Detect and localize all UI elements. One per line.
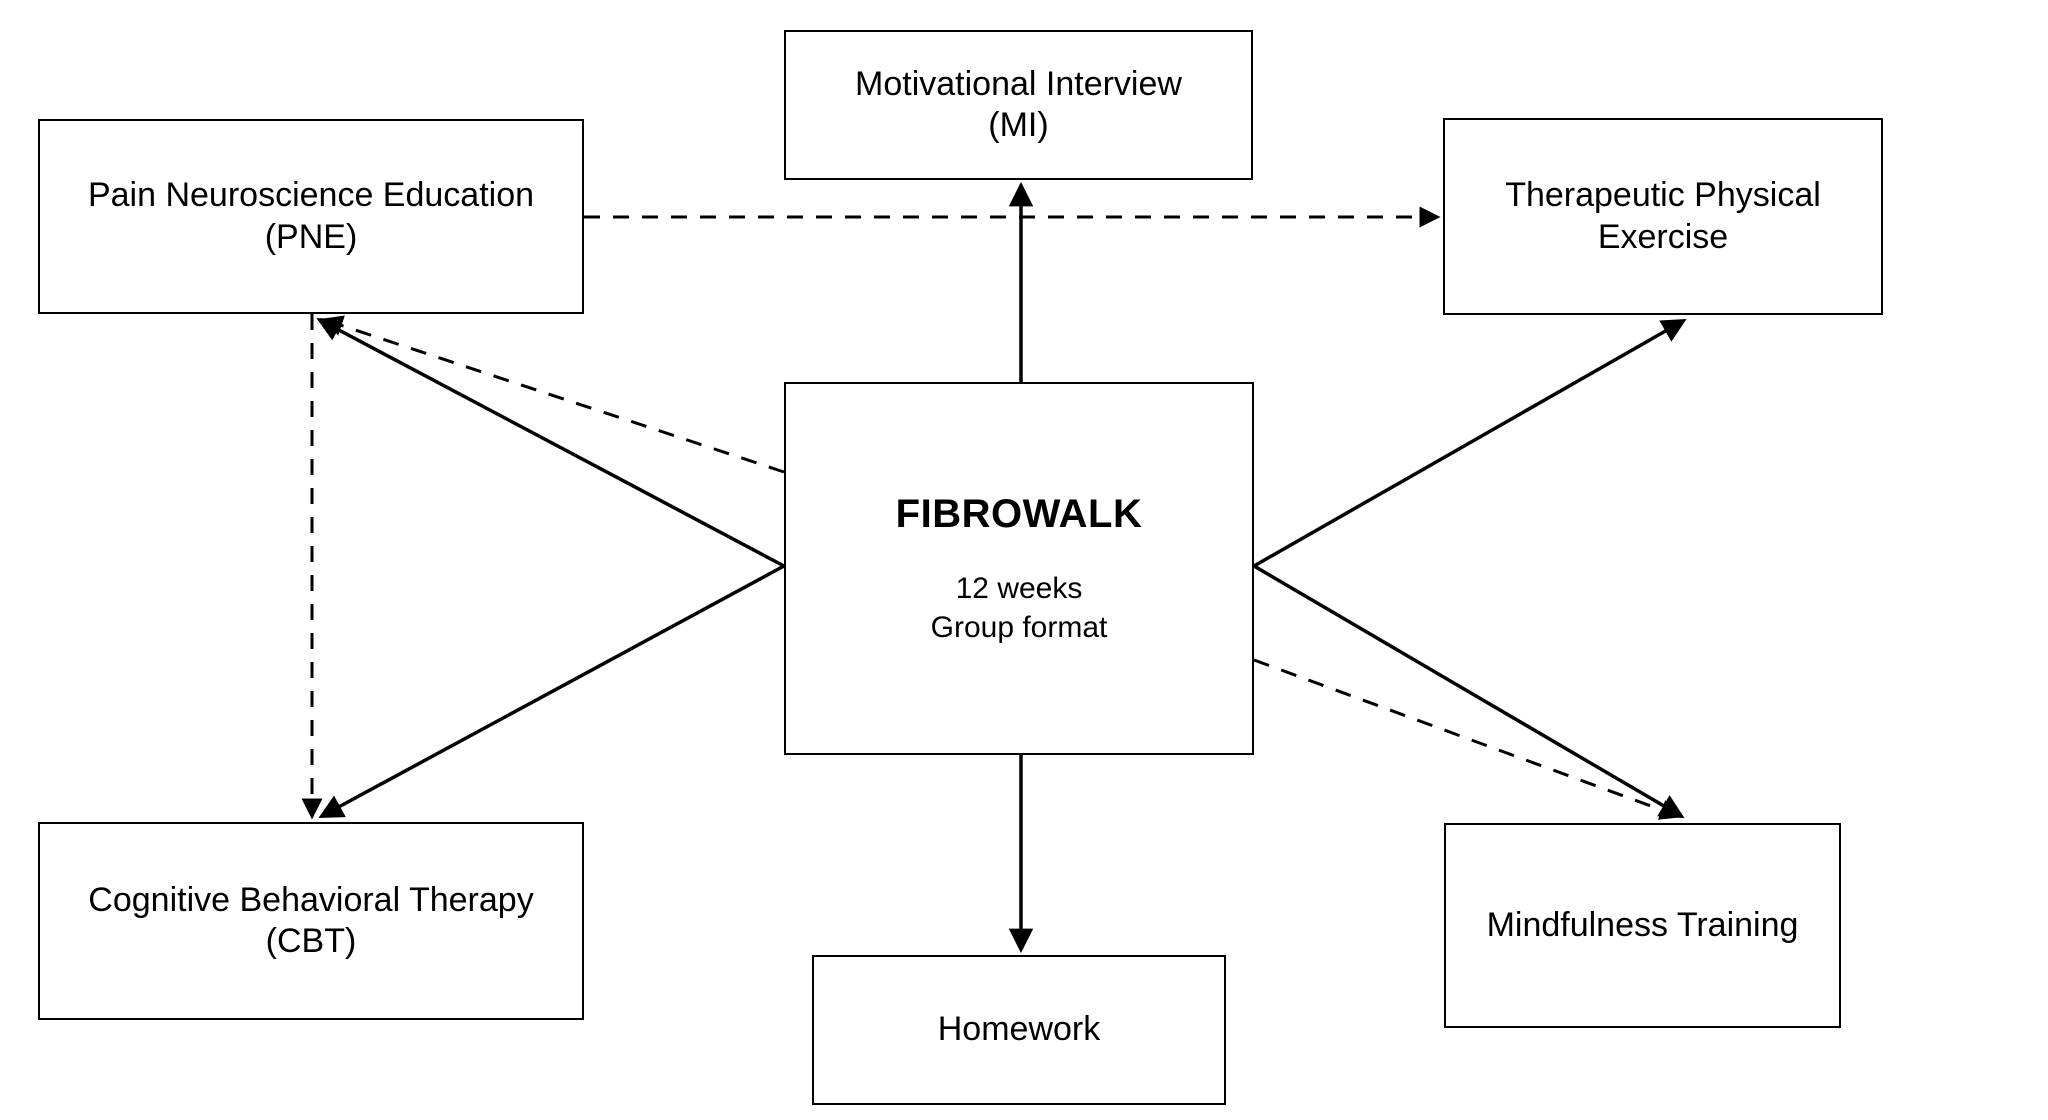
node-label-cbt: Cognitive Behavioral Therapy (CBT) — [88, 880, 534, 960]
node-homework[interactable]: Homework — [812, 955, 1226, 1105]
node-label-mi: Motivational Interview (MI) — [855, 64, 1182, 144]
edge-fibrowalk-to-pne-solid — [316, 318, 785, 568]
node-label-tpe: Therapeutic Physical Exercise — [1505, 176, 1821, 256]
node-label-homework: Homework — [937, 1010, 1101, 1049]
node-fibrowalk[interactable]: FIBROWALK 12 weeks Group format — [784, 382, 1254, 755]
node-cognitive-behavioral-therapy[interactable]: Cognitive Behavioral Therapy (CBT) — [38, 822, 584, 1020]
node-label-pne: Pain Neuroscience Education (PNE) — [87, 176, 535, 256]
node-subtitle-fibrowalk: 12 weeks Group format — [930, 571, 1108, 644]
edge-fibrowalk-to-mindfulness-solid — [1253, 564, 1685, 819]
edge-fibrowalk-to-mindfulness-dashed — [1253, 658, 1682, 820]
edge-fibrowalk-to-tpe — [1253, 318, 1687, 568]
node-therapeutic-physical-exercise[interactable]: Therapeutic Physical Exercise — [1443, 118, 1883, 315]
edge-fibrowalk-to-pne-dashed — [321, 315, 785, 474]
node-title-fibrowalk: FIBROWALK — [895, 492, 1143, 537]
node-mindfulness-training[interactable]: Mindfulness Training — [1444, 823, 1841, 1028]
edge-fibrowalk-to-cbt — [318, 564, 785, 818]
node-motivational-interview[interactable]: Motivational Interview (MI) — [784, 30, 1253, 180]
node-label-mindfulness: Mindfulness Training — [1486, 905, 1799, 944]
node-pain-neuroscience-education[interactable]: Pain Neuroscience Education (PNE) — [38, 119, 584, 314]
